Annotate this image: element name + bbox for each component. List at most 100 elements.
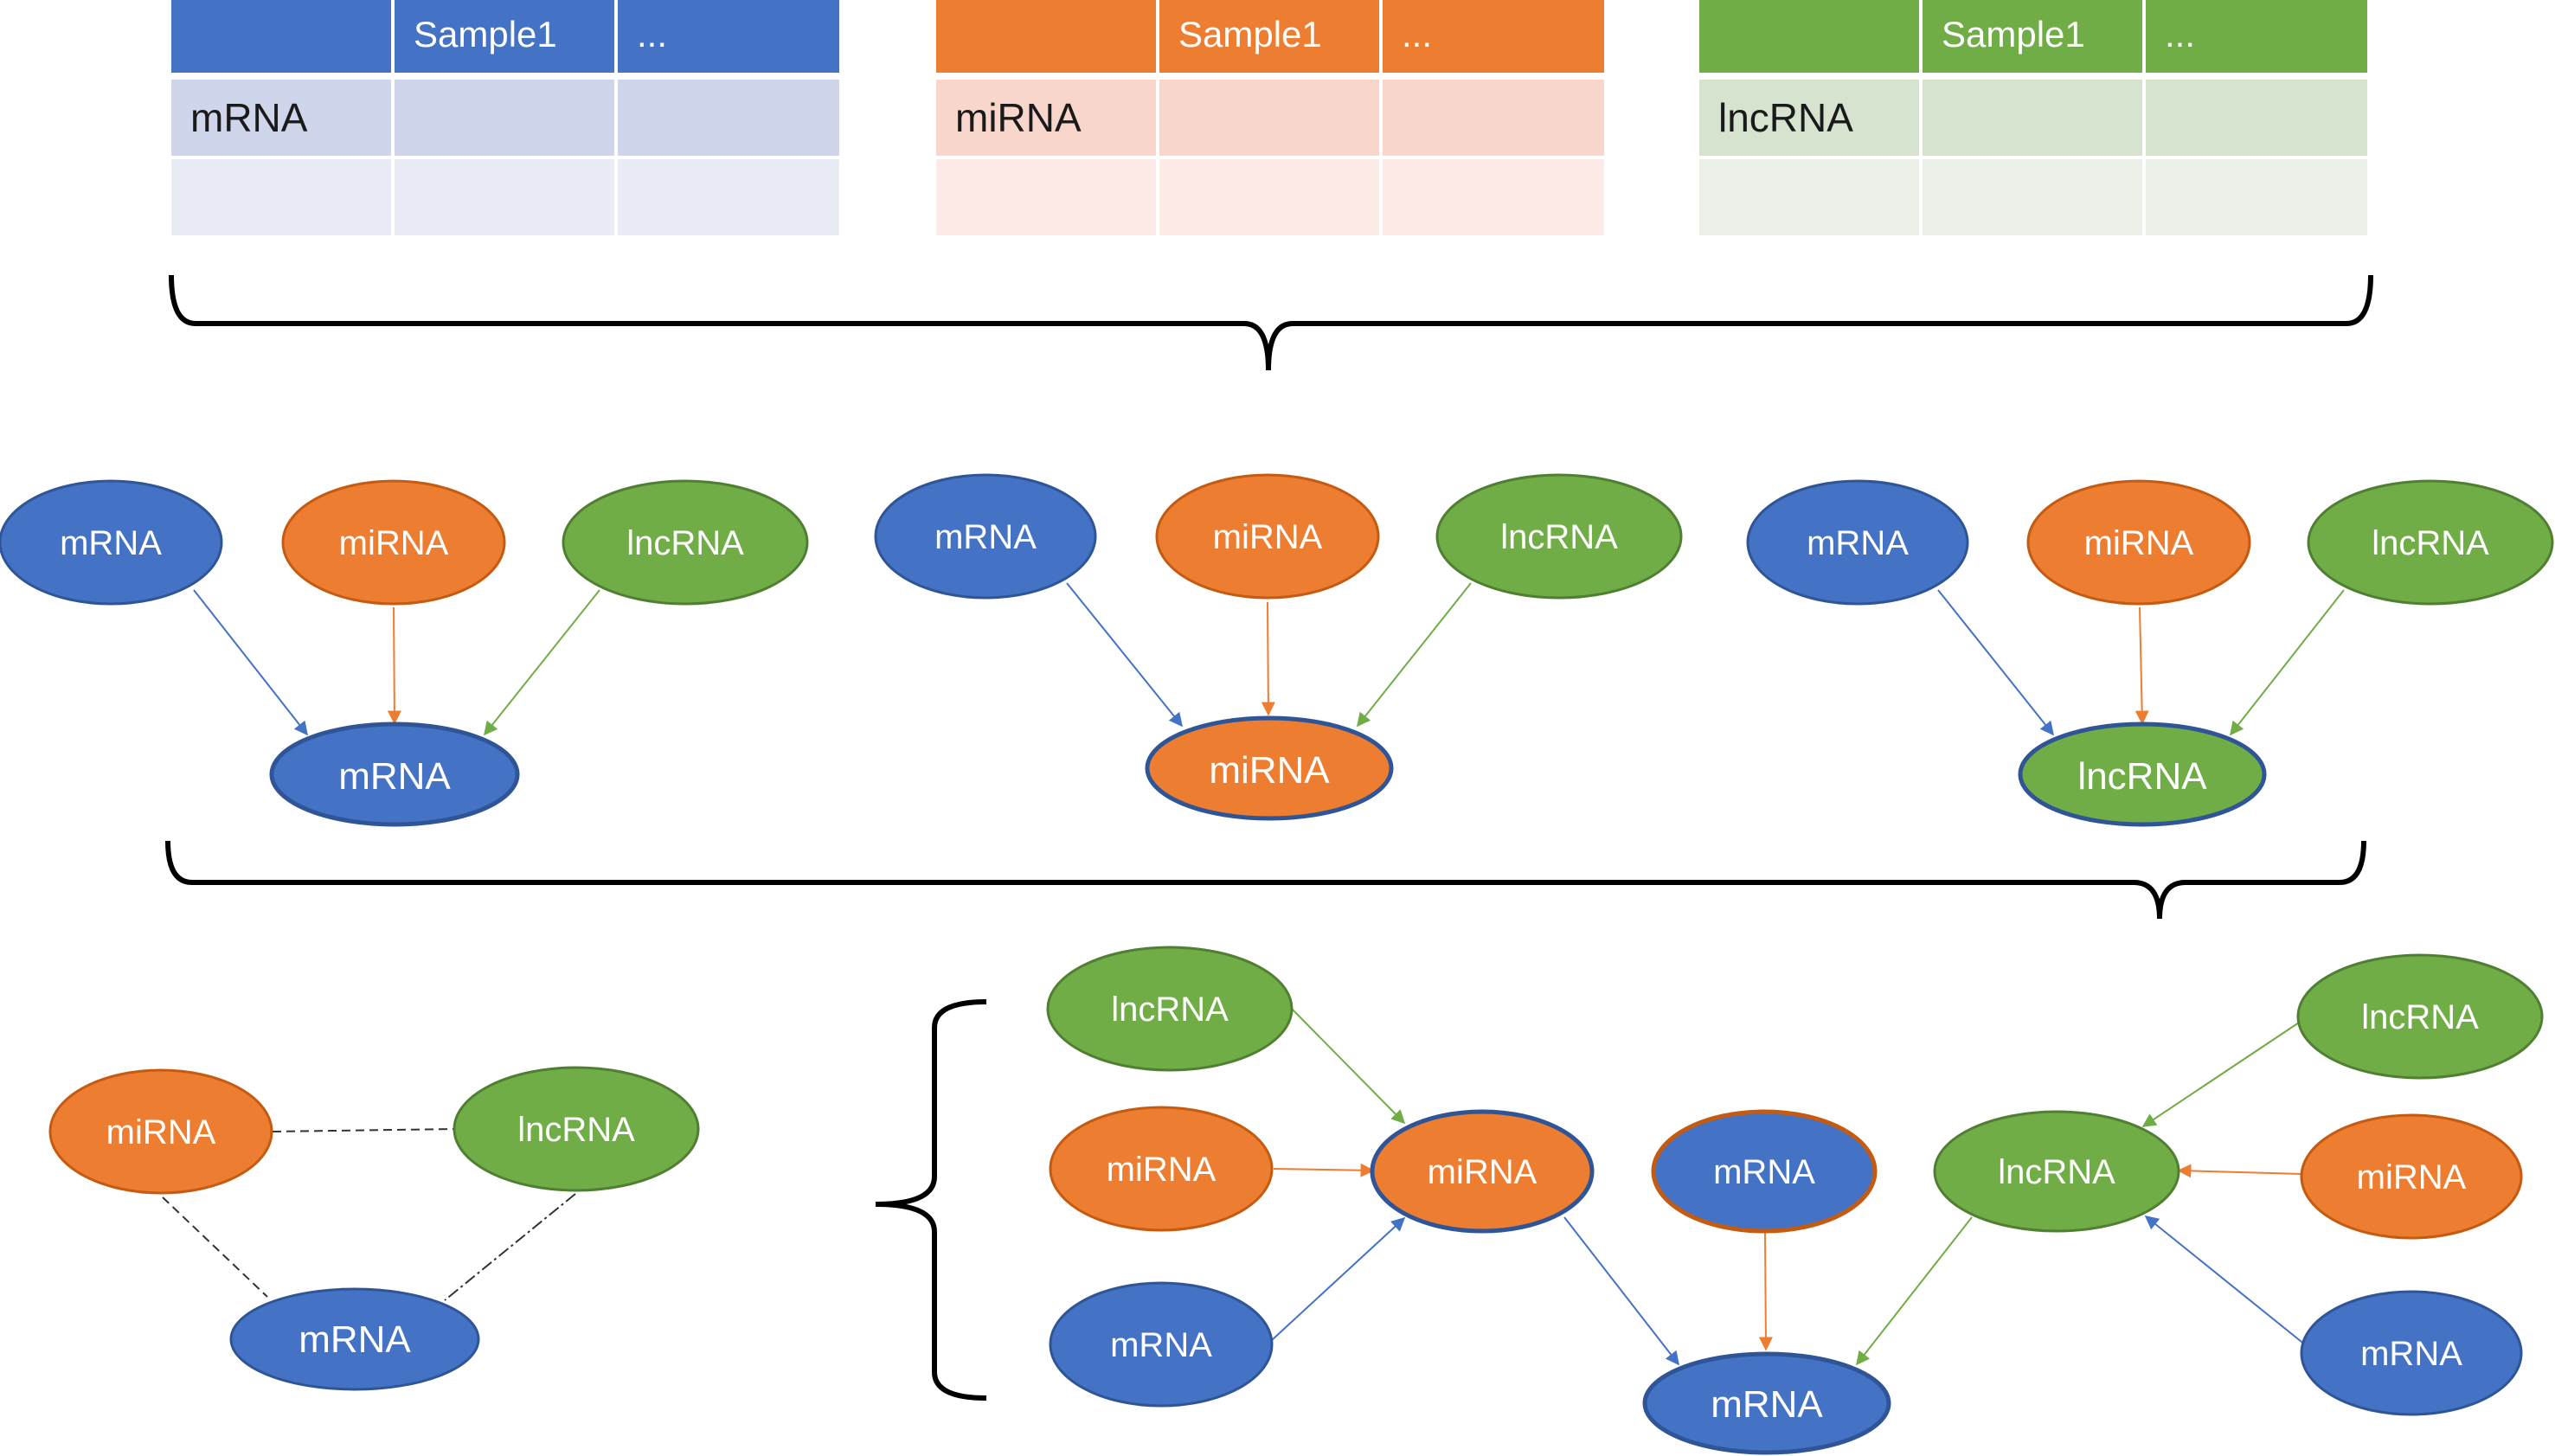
- node-label: miRNA: [2357, 1158, 2467, 1196]
- node-mrna: mRNA: [1049, 1281, 1274, 1408]
- table-row-label: mRNA: [190, 95, 308, 140]
- table-mirna: Sample1 ... miRNA: [936, 0, 1604, 235]
- edge: [2230, 589, 2345, 736]
- node-label: miRNA: [339, 524, 449, 562]
- table-row-label: miRNA: [955, 95, 1082, 140]
- node-mrna: mRNA: [0, 479, 223, 606]
- node-label: miRNA: [1107, 1151, 1217, 1189]
- table-header-cell: Sample1: [414, 14, 557, 55]
- node-mirna: miRNA: [2300, 1113, 2523, 1240]
- table-header-cell: Sample1: [1178, 14, 1322, 55]
- table-row: [936, 80, 1156, 156]
- node-mrna: mRNA: [1746, 479, 1969, 606]
- node-mid-mrna: mRNA: [1651, 1109, 1878, 1234]
- node-label: lncRNA: [2361, 998, 2479, 1036]
- node-hub-mirna: miRNA: [1370, 1109, 1595, 1234]
- edge: [1273, 1163, 1375, 1177]
- node-bottom-mrna: mRNA: [1642, 1351, 1891, 1455]
- edge: [1271, 1216, 1406, 1341]
- node-label: lncRNA: [1500, 518, 1618, 556]
- node-label: miRNA: [1213, 518, 1323, 556]
- edge: [2141, 1020, 2302, 1127]
- node-target-lncrna: lncRNA: [2018, 722, 2267, 827]
- node-hub-lncrna: lncRNA: [1933, 1110, 2180, 1233]
- edge: [387, 606, 401, 725]
- edge: [2177, 1164, 2302, 1178]
- edge: [1288, 1005, 1406, 1125]
- table-header-bg: [171, 0, 839, 73]
- node-label: mRNA: [338, 755, 451, 798]
- table-header-cell: ...: [1402, 14, 1432, 55]
- node-lncrna: lncRNA: [2296, 953, 2544, 1080]
- edge: [1563, 1216, 1679, 1366]
- node-label: miRNA: [106, 1113, 216, 1151]
- table-row: [1699, 80, 1919, 156]
- node-label: lncRNA: [2077, 755, 2207, 798]
- edge: [2135, 606, 2149, 725]
- node-label: mRNA: [60, 524, 162, 562]
- node-mirna: miRNA: [1155, 473, 1380, 600]
- node-label: lncRNA: [517, 1111, 635, 1149]
- table-row-label: lncRNA: [1718, 95, 1853, 140]
- node-label: lncRNA: [1998, 1153, 2115, 1191]
- node-mrna: mRNA: [874, 473, 1097, 600]
- edge: [193, 589, 308, 736]
- triangle-network: miRNA lncRNA mRNA: [48, 1066, 700, 1391]
- node-label: mRNA: [299, 1318, 411, 1361]
- node-label: mRNA: [1711, 1383, 1823, 1426]
- combined-network: lncRNA miRNA mRNA miRNA mRNA lncRNA lncR…: [1046, 946, 2544, 1455]
- node-label: lncRNA: [626, 524, 744, 562]
- table-header-cell: ...: [2165, 14, 2195, 55]
- table-header-cell: ...: [637, 14, 667, 55]
- node-lncrna: lncRNA: [1435, 473, 1683, 600]
- node-mirna: miRNA: [2026, 479, 2251, 606]
- node-label: mRNA: [1807, 524, 1909, 562]
- network-lncrna-target: mRNA miRNA lncRNA lncRNA: [1746, 479, 2554, 827]
- table-header-cell: Sample1: [1942, 14, 2085, 55]
- edge: [1856, 1216, 1973, 1366]
- network-mrna-target: mRNA miRNA lncRNA mRNA: [0, 479, 809, 827]
- edge: [1758, 1232, 1773, 1351]
- table-row: [1699, 159, 1919, 235]
- node-mrna: mRNA: [229, 1287, 480, 1391]
- node-label: miRNA: [2084, 524, 2194, 562]
- node-mirna: miRNA: [48, 1068, 273, 1195]
- brace-middle: [165, 840, 2366, 920]
- node-label: mRNA: [1110, 1326, 1212, 1364]
- node-label: mRNA: [2360, 1335, 2462, 1373]
- node-lncrna: lncRNA: [562, 479, 809, 606]
- node-label: miRNA: [1209, 749, 1330, 792]
- edge: [1357, 582, 1472, 728]
- edge: [2144, 1215, 2307, 1346]
- node-label: miRNA: [1428, 1153, 1537, 1191]
- table-lncrna: Sample1 ... lncRNA: [1699, 0, 2367, 235]
- node-label: lncRNA: [1111, 991, 1229, 1029]
- edge: [484, 589, 600, 736]
- brace-left: [875, 999, 987, 1401]
- edge-dashed: [272, 1128, 455, 1132]
- edge: [1937, 589, 2054, 736]
- table-row: [171, 80, 391, 156]
- edge-dashed: [444, 1193, 576, 1301]
- node-lncrna: lncRNA: [453, 1066, 700, 1192]
- network-mirna-target: mRNA miRNA lncRNA miRNA: [874, 473, 1683, 821]
- node-target-mrna: mRNA: [269, 722, 520, 827]
- node-mirna: miRNA: [281, 479, 506, 606]
- node-label: mRNA: [934, 518, 1037, 556]
- table-mrna: Sample1 ... mRNA: [171, 0, 839, 235]
- brace-top: [169, 274, 2373, 371]
- table-header-bg: [1699, 0, 2367, 73]
- edge-dashed: [162, 1196, 268, 1298]
- table-row: [936, 159, 1156, 235]
- node-target-mirna: miRNA: [1145, 715, 1394, 821]
- table-row: [171, 159, 391, 235]
- node-lncrna: lncRNA: [2307, 479, 2554, 606]
- node-label: mRNA: [1713, 1153, 1815, 1191]
- node-mirna: miRNA: [1049, 1106, 1274, 1232]
- node-label: lncRNA: [2372, 524, 2489, 562]
- table-header-bg: [936, 0, 1604, 73]
- node-lncrna: lncRNA: [1046, 946, 1294, 1072]
- edge: [1066, 582, 1184, 728]
- node-mrna: mRNA: [2300, 1290, 2523, 1416]
